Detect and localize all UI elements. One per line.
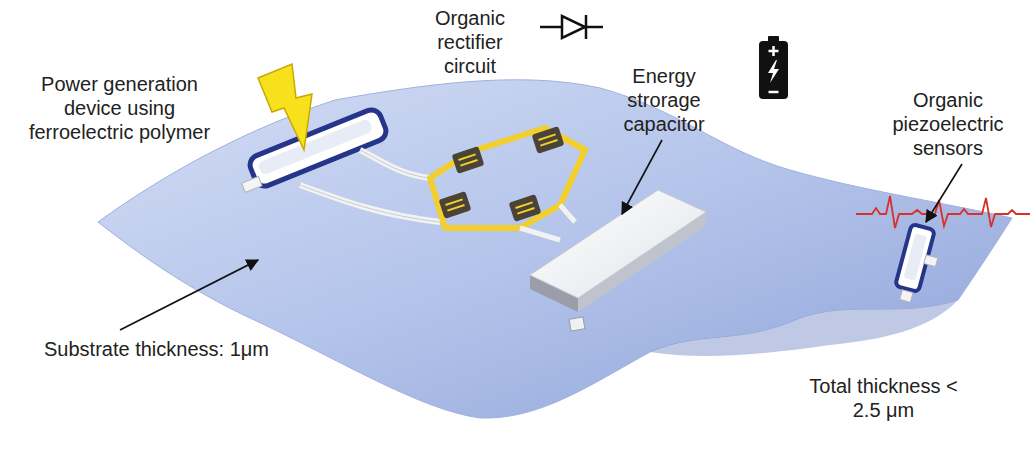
- wire: [300, 185, 440, 222]
- piezoelectric-sensor: [892, 224, 945, 306]
- leader-arrow: [622, 140, 662, 214]
- sheet-shadow-fold: [650, 300, 958, 356]
- sensor-label: Organic piezoelectric sensors: [878, 88, 1018, 160]
- wire: [360, 150, 430, 178]
- leader-arrow: [120, 260, 258, 330]
- leader-arrow: [926, 164, 962, 222]
- lightning-bolt: [258, 64, 312, 150]
- substrate-sheet: [98, 80, 1012, 418]
- battery-icon: [759, 36, 788, 99]
- storage-capacitor: [530, 190, 706, 331]
- device-label: Power generation device using ferroelect…: [12, 72, 227, 144]
- sensor-signal: [856, 196, 1030, 228]
- diode-symbol: [540, 15, 603, 39]
- total-thickness-label: Total thickness < 2.5 μm: [796, 374, 971, 422]
- wire: [300, 185, 440, 222]
- rectifier-circuit: [430, 126, 585, 240]
- wire: [360, 150, 430, 178]
- capacitor-label: Energy strorage capacitor: [612, 64, 716, 136]
- substrate-thickness-label: Substrate thickness: 1μm: [44, 337, 374, 361]
- rectifier-label: Organic rectifier circuit: [420, 6, 520, 78]
